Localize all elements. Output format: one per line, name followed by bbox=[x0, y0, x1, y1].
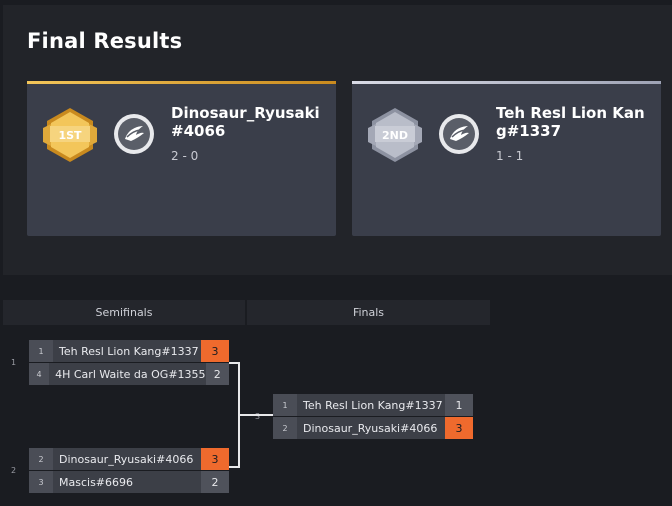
team-logo-icon bbox=[439, 114, 479, 154]
silver-accent-bar bbox=[352, 81, 661, 84]
player-score: 2 bbox=[201, 471, 229, 493]
player-name: Dinosaur_Ryusaki#4066 bbox=[53, 448, 201, 470]
seed-number: 1 bbox=[273, 394, 297, 416]
player-name: Dinosaur_Ryusaki#4066 bbox=[297, 417, 445, 439]
medal-first-label: 1ST bbox=[58, 129, 82, 142]
bracket-slot[interactable]: 1 Teh Resl Lion Kang#1337 1 bbox=[273, 394, 473, 416]
second-team-name[interactable]: Teh Resl Lion Kang#1337 bbox=[496, 104, 645, 140]
bracket-slot[interactable]: 2 Dinosaur_Ryusaki#4066 3 bbox=[273, 417, 473, 439]
first-team-name[interactable]: Dinosaur_Ryusaki #4066 bbox=[171, 104, 320, 140]
bracket-slot[interactable]: 4 4H Carl Waite da OG#1355 2 bbox=[29, 363, 229, 385]
seed-number: 3 bbox=[29, 471, 53, 493]
player-score: 2 bbox=[205, 363, 229, 385]
match-number: 2 bbox=[11, 466, 17, 475]
match-number: 1 bbox=[11, 358, 17, 367]
seed-number: 2 bbox=[29, 448, 53, 470]
seed-number: 1 bbox=[29, 340, 53, 362]
player-name: Teh Resl Lion Kang#1337 bbox=[297, 394, 445, 416]
round-header-semifinals: Semifinals bbox=[3, 300, 245, 325]
bracket-slot[interactable]: 3 Mascis#6696 2 bbox=[29, 471, 229, 493]
player-name: Teh Resl Lion Kang#1337 bbox=[53, 340, 201, 362]
player-score: 3 bbox=[201, 448, 229, 470]
final-results-panel: Final Results 1ST Dinosaur_Ryusaki #4066… bbox=[3, 5, 672, 275]
seed-number: 2 bbox=[273, 417, 297, 439]
second-team-score: 1 - 1 bbox=[496, 149, 524, 163]
medal-second-label: 2ND bbox=[382, 129, 408, 142]
silver-medal-icon: 2ND bbox=[368, 108, 422, 162]
player-score: 3 bbox=[201, 340, 229, 362]
bracket-connector bbox=[229, 362, 273, 468]
player-name: 4H Carl Waite da OG#1355 bbox=[49, 363, 206, 385]
round-header-finals: Finals bbox=[247, 300, 490, 325]
player-name: Mascis#6696 bbox=[53, 471, 201, 493]
seed-number: 4 bbox=[29, 363, 50, 385]
match-number: 3 bbox=[255, 412, 261, 421]
page-title: Final Results bbox=[27, 29, 183, 53]
bracket-slot[interactable]: 1 Teh Resl Lion Kang#1337 3 bbox=[29, 340, 229, 362]
player-score: 3 bbox=[445, 417, 473, 439]
player-score: 1 bbox=[445, 394, 473, 416]
first-team-score: 2 - 0 bbox=[171, 149, 199, 163]
gold-medal-icon: 1ST bbox=[43, 108, 97, 162]
gold-accent-bar bbox=[27, 81, 336, 84]
team-logo-icon bbox=[114, 114, 154, 154]
bracket-slot[interactable]: 2 Dinosaur_Ryusaki#4066 3 bbox=[29, 448, 229, 470]
second-place-card: 2ND Teh Resl Lion Kang#1337 1 - 1 bbox=[352, 81, 661, 236]
first-place-card: 1ST Dinosaur_Ryusaki #4066 2 - 0 bbox=[27, 81, 336, 236]
